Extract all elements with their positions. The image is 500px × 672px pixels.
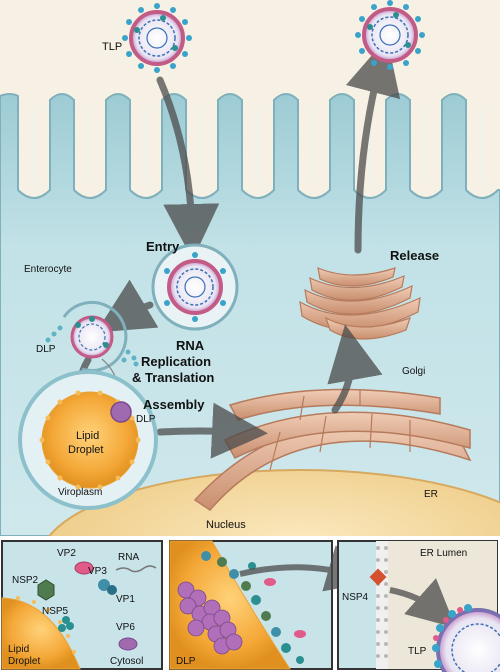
panel-2-assembly: DLP bbox=[169, 540, 376, 670]
dlp-cluster bbox=[177, 581, 243, 655]
label-nsp4: NSP4 bbox=[342, 592, 369, 603]
label-lipid: Lipid bbox=[76, 430, 99, 442]
label-tlp-p3: TLP bbox=[408, 646, 427, 657]
nsp5-protein bbox=[58, 616, 74, 632]
label-dlp-assembly: DLP bbox=[136, 414, 156, 425]
label-vp2: VP2 bbox=[57, 548, 76, 559]
er-membrane bbox=[376, 541, 388, 669]
label-viroplasm: Viroplasm bbox=[58, 487, 102, 498]
label-er-lumen: ER Lumen bbox=[420, 548, 467, 559]
label-dlp-p2: DLP bbox=[176, 656, 196, 667]
nsp2-protein bbox=[37, 579, 55, 601]
label-entry: Entry bbox=[146, 239, 180, 254]
label-lipid-p1: Lipid bbox=[8, 644, 29, 655]
label-droplet-p1: Droplet bbox=[8, 656, 40, 667]
label-tlp-top: TLP bbox=[102, 41, 122, 53]
panel-1-components: VP2 NSP2 VP3 RNA VP1 NSP5 VP6 Lipid Drop… bbox=[1, 540, 163, 670]
rna-strand bbox=[115, 565, 157, 573]
viroplasm bbox=[18, 370, 158, 510]
tlp-virion-released bbox=[355, 0, 425, 70]
label-nsp2: NSP2 bbox=[12, 575, 39, 586]
dlp-uncoating bbox=[62, 300, 143, 399]
endosome-with-tlp bbox=[151, 243, 239, 331]
label-golgi: Golgi bbox=[402, 366, 425, 377]
label-rna: RNA bbox=[118, 552, 139, 563]
tlp-virion-top bbox=[122, 3, 192, 73]
label-nucleus: Nucleus bbox=[206, 519, 246, 531]
label-rna-line1: RNA bbox=[176, 338, 205, 353]
label-rna-line3: & Translation bbox=[132, 370, 214, 385]
vp3-protein bbox=[98, 579, 110, 591]
nsp4-protein bbox=[369, 568, 387, 586]
label-rna-line2: Replication bbox=[141, 354, 211, 369]
endoplasmic-reticulum bbox=[193, 388, 472, 511]
label-vp1: VP1 bbox=[116, 594, 135, 605]
rna-transcripts bbox=[45, 325, 139, 367]
droplet-surface-dots bbox=[39, 390, 141, 490]
label-assembly: Assembly bbox=[143, 397, 205, 412]
label-release: Release bbox=[390, 248, 439, 263]
dlp-assembly-particle bbox=[110, 401, 132, 423]
label-vp6: VP6 bbox=[116, 622, 135, 633]
label-nsp5: NSP5 bbox=[42, 606, 69, 617]
label-dlp-left: DLP bbox=[36, 344, 56, 355]
label-vp3: VP3 bbox=[88, 566, 107, 577]
vp2-protein bbox=[74, 561, 94, 575]
label-cytosol: Cytosol bbox=[110, 656, 143, 667]
label-er: ER bbox=[424, 489, 438, 500]
label-droplet: Droplet bbox=[68, 444, 103, 456]
label-enterocyte: Enterocyte bbox=[24, 264, 72, 275]
main-panel: TLP Entry Release Enterocyte DLP RNA Rep… bbox=[0, 0, 500, 651]
surface-proteins bbox=[201, 551, 306, 664]
panel-3-er-lumen: ER Lumen NSP4 TLP bbox=[337, 540, 500, 672]
vp6-protein bbox=[118, 637, 138, 651]
tlp-budding bbox=[432, 604, 500, 672]
